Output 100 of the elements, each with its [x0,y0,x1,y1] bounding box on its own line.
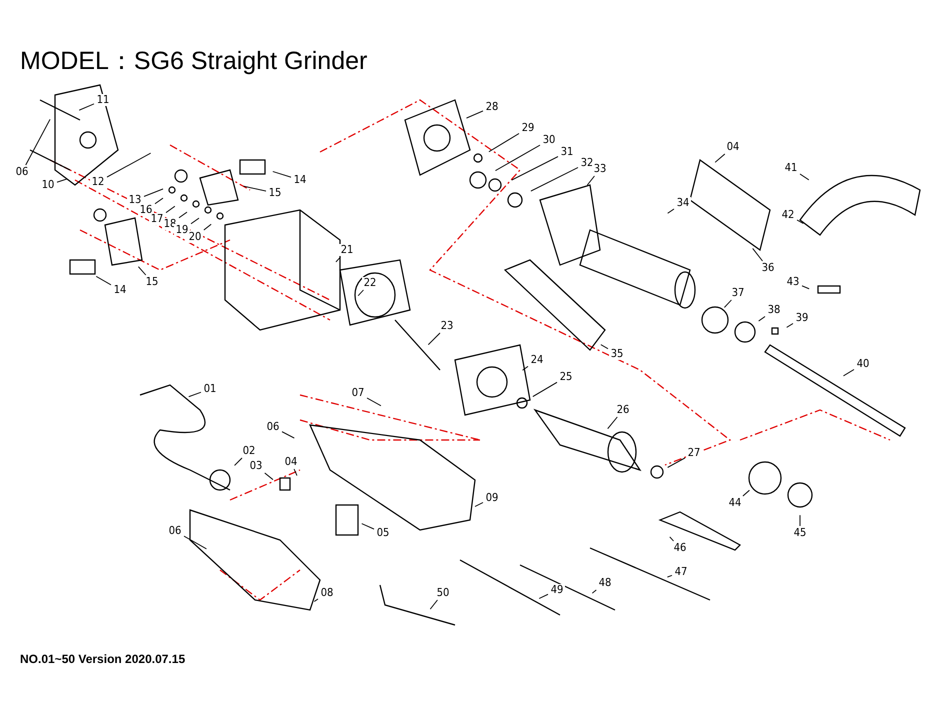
callout-number: 46 [672,542,688,554]
callout-number: 44 [727,497,743,509]
callout-number: 15 [267,187,283,199]
leader-line [742,490,750,496]
callout-number: 14 [292,174,308,186]
leader-line [532,382,558,397]
leader-line [538,594,548,599]
leader-line [466,110,484,118]
leader-line [234,458,242,466]
leader-line [488,133,520,152]
leader-line [56,178,68,183]
callout-number: 14 [112,284,128,296]
callout-number: 01 [202,383,218,395]
leader-line [272,171,292,178]
leader-line [667,457,686,468]
callout-number: 43 [785,276,801,288]
callout-number: 37 [730,287,746,299]
leader-line [144,188,164,197]
leader-line [294,468,298,476]
callout-number: 27 [686,447,702,459]
leader-line [843,369,854,376]
leader-line [106,152,152,178]
callout-number: 47 [673,566,689,578]
leader-line [154,198,164,204]
leader-line [190,218,200,224]
callout-number: 40 [855,358,871,370]
leader-line [592,590,597,594]
callout-number: 24 [529,354,545,366]
callout-number: 33 [592,163,608,175]
leader-line [314,598,318,602]
callout-number: 35 [609,348,625,360]
leader-line [474,502,484,507]
callout-number: 08 [319,587,335,599]
callout-number: 04 [725,141,741,153]
leader-line [669,536,674,542]
leader-line [358,290,364,296]
leader-line [184,536,207,550]
callout-number: 50 [435,587,451,599]
callout-number: 49 [549,584,565,596]
leader-line [430,600,438,610]
callout-number: 41 [783,162,799,174]
callout-number: 32 [579,157,595,169]
leader-line [282,431,295,438]
leader-line [758,316,766,322]
leader-line [25,118,50,166]
leader-line [522,366,528,371]
callout-number: 13 [127,194,143,206]
callout-number: 21 [339,244,355,256]
callout-number: 23 [439,320,455,332]
leader-line [800,174,810,180]
leader-line [166,206,176,214]
leader-line [714,154,726,163]
callout-number: 04 [283,456,299,468]
callout-number: 15 [144,276,160,288]
callout-number: 25 [558,371,574,383]
callout-number: 06 [265,421,281,433]
leader-line [96,276,112,286]
callout-number: 42 [780,209,796,221]
callout-number: 10 [40,179,56,191]
callout-number: 19 [174,224,190,236]
leader-line [336,256,341,262]
callout-number: 36 [760,262,776,274]
callout-number: 45 [792,527,808,539]
callout-number: 09 [484,492,500,504]
leader-line [188,392,202,398]
callout-number: 03 [248,460,264,472]
callout-number: 11 [95,94,111,106]
callout-number: 28 [484,101,500,113]
callout-number: 30 [541,134,557,146]
leader-line [138,266,146,276]
leader-line [724,300,732,308]
leader-line [361,523,374,530]
leader-line [802,285,810,290]
callout-number: 26 [615,404,631,416]
leader-line [530,167,578,192]
callout-number: 07 [350,387,366,399]
callout-number: 34 [675,197,691,209]
callout-number: 48 [597,577,613,589]
leader-line [495,144,540,172]
callout-number: 22 [362,277,378,289]
leader-line [178,212,188,218]
callout-number: 06 [14,166,30,178]
version-note: NO.01~50 Version 2020.07.15 [20,652,186,666]
callout-number: 38 [766,304,782,316]
callout-number: 39 [794,312,810,324]
callout-number: 05 [375,527,391,539]
leader-line [786,323,794,328]
leader-line [243,186,266,192]
leader-line [796,220,804,224]
leader-line [666,574,672,578]
leader-line [78,103,94,111]
callout-number: 20 [187,231,203,243]
leader-line [511,156,558,180]
title: MODEL：SG6 Straight Grinder [20,46,368,77]
leader-line [366,398,382,406]
leader-line [667,208,674,214]
leader-line [428,332,440,346]
callout-number: 12 [90,176,106,188]
leader-line [203,224,212,230]
leader-line [752,248,763,262]
